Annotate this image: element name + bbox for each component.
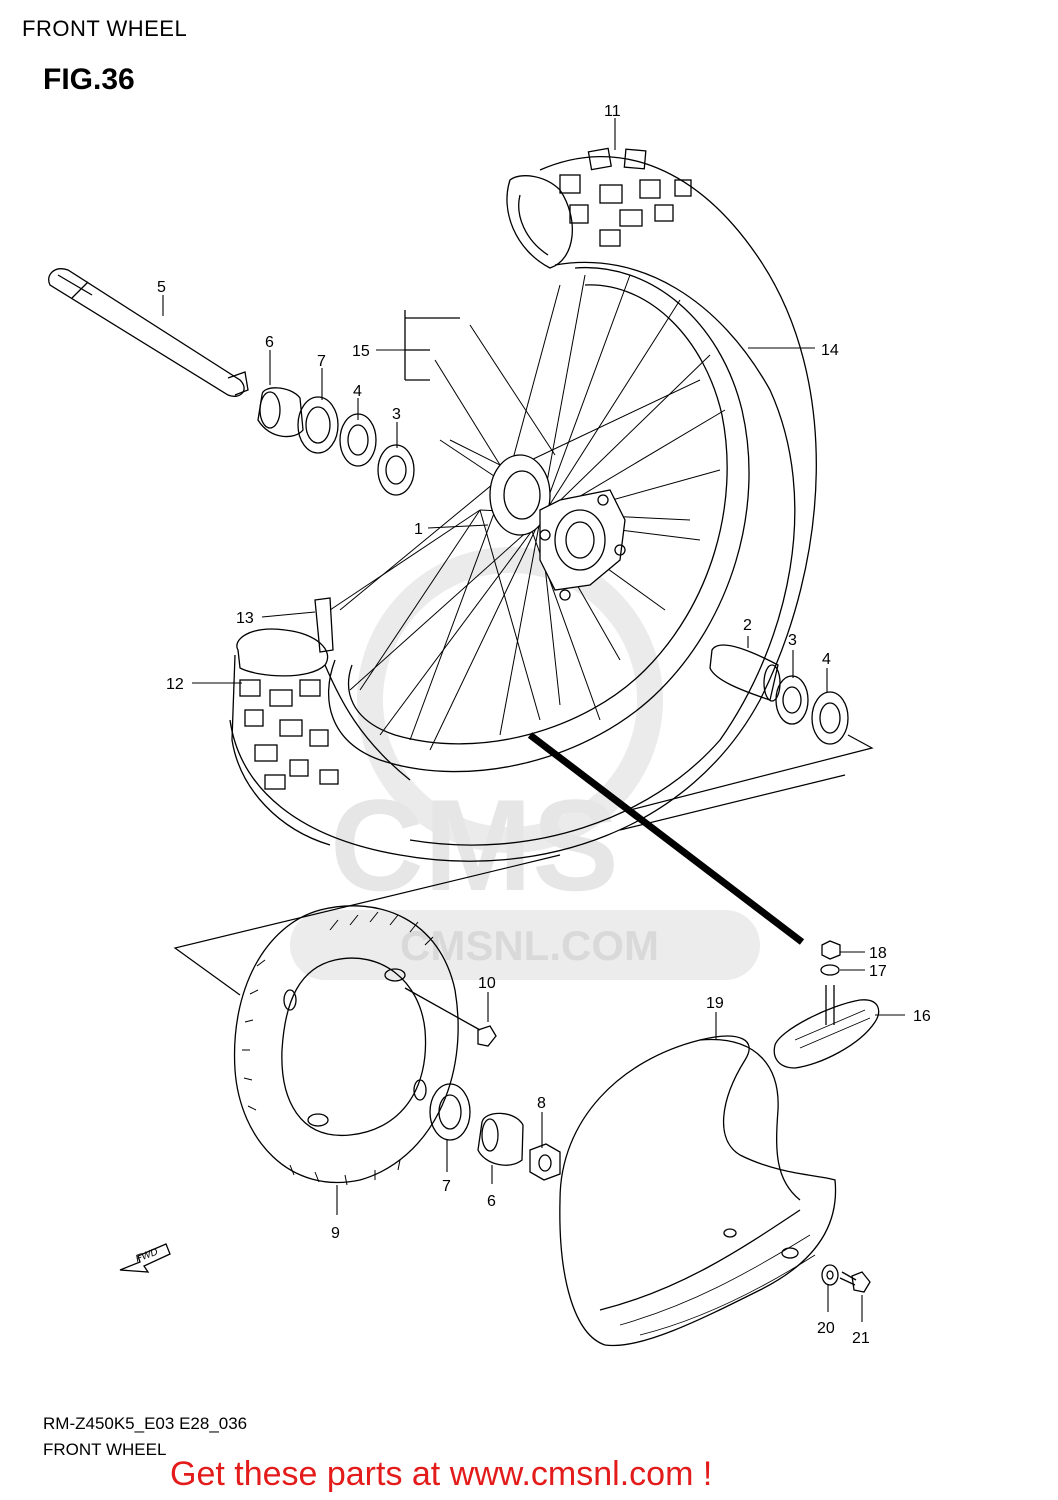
diagram-name: FRONT WHEEL [43,1440,167,1459]
rim-lock-part-13 [314,597,334,653]
callout-8: 8 [537,1095,546,1112]
callout-7: 7 [317,353,326,370]
watermark-url-text: CMSNL.COM [400,922,659,969]
callout-10: 10 [478,975,496,992]
callout-11: 11 [604,103,621,120]
oil-seal-part-7 [297,396,339,454]
callout-19: 19 [706,995,724,1012]
oil-seal-part-7-lower [429,1083,471,1141]
callout-4: 4 [353,383,362,400]
callout-18: 18 [869,945,887,962]
callout-1: 1 [414,521,423,538]
bearing-part-4-right [811,691,849,745]
bearing-part-3-right [775,675,809,725]
nut-part-18 [821,940,841,960]
collar-part-6-lower [477,1112,524,1166]
callout-16: 16 [913,1008,931,1025]
rim-band-part-12 [231,628,411,846]
callout-3-right: 3 [788,632,797,649]
washer-part-17 [820,964,840,976]
fwd-arrow-icon [119,1243,171,1273]
callout-21: 21 [852,1330,870,1347]
callout-14: 14 [821,342,839,359]
callout-labels: 11 5 6 7 4 3 15 14 1 13 12 2 3 4 18 17 1… [157,103,931,1347]
bolt-part-10 [404,987,497,1047]
hub-part-1 [489,454,626,601]
callout-9: 9 [331,1225,340,1242]
washer-part-20 [821,1264,839,1286]
leader-lines [162,118,905,1322]
bearing-part-4 [339,413,377,467]
watermark-logo: CMS CMSNL.COM [290,547,760,980]
callout-4-right: 4 [822,651,831,668]
callout-7-lower: 7 [442,1178,451,1195]
nut-part-8 [529,1143,561,1181]
axle-part-5 [48,268,249,397]
rim-lock-part-16 [773,985,880,1069]
bolt-part-21 [839,1271,871,1293]
callout-15: 15 [352,343,370,360]
disc-cover-part-19 [559,1035,837,1347]
callout-2: 2 [743,617,752,634]
callout-20: 20 [817,1320,835,1337]
collar-part-6 [257,387,304,438]
callout-12: 12 [166,676,184,693]
callout-5: 5 [157,279,166,296]
callout-6: 6 [265,334,274,351]
page-title: FRONT WHEEL [22,16,188,41]
callout-6-lower: 6 [487,1193,496,1210]
callout-17: 17 [869,963,887,980]
diagram-code: RM-Z450K5_E03 E28_036 [43,1414,248,1433]
promo-banner[interactable]: Get these parts at www.cmsnl.com ! [170,1455,713,1493]
bearing-part-3 [377,444,415,496]
rim-part-14 [328,266,750,773]
figure-label: FIG.36 [43,63,135,96]
callout-13: 13 [236,610,254,627]
callout-3: 3 [392,406,401,423]
fwd-label: FWD [134,1247,159,1265]
tire-part-11 [229,147,817,862]
spacer-part-2 [709,644,781,702]
brake-disc-part-9 [233,905,459,1186]
